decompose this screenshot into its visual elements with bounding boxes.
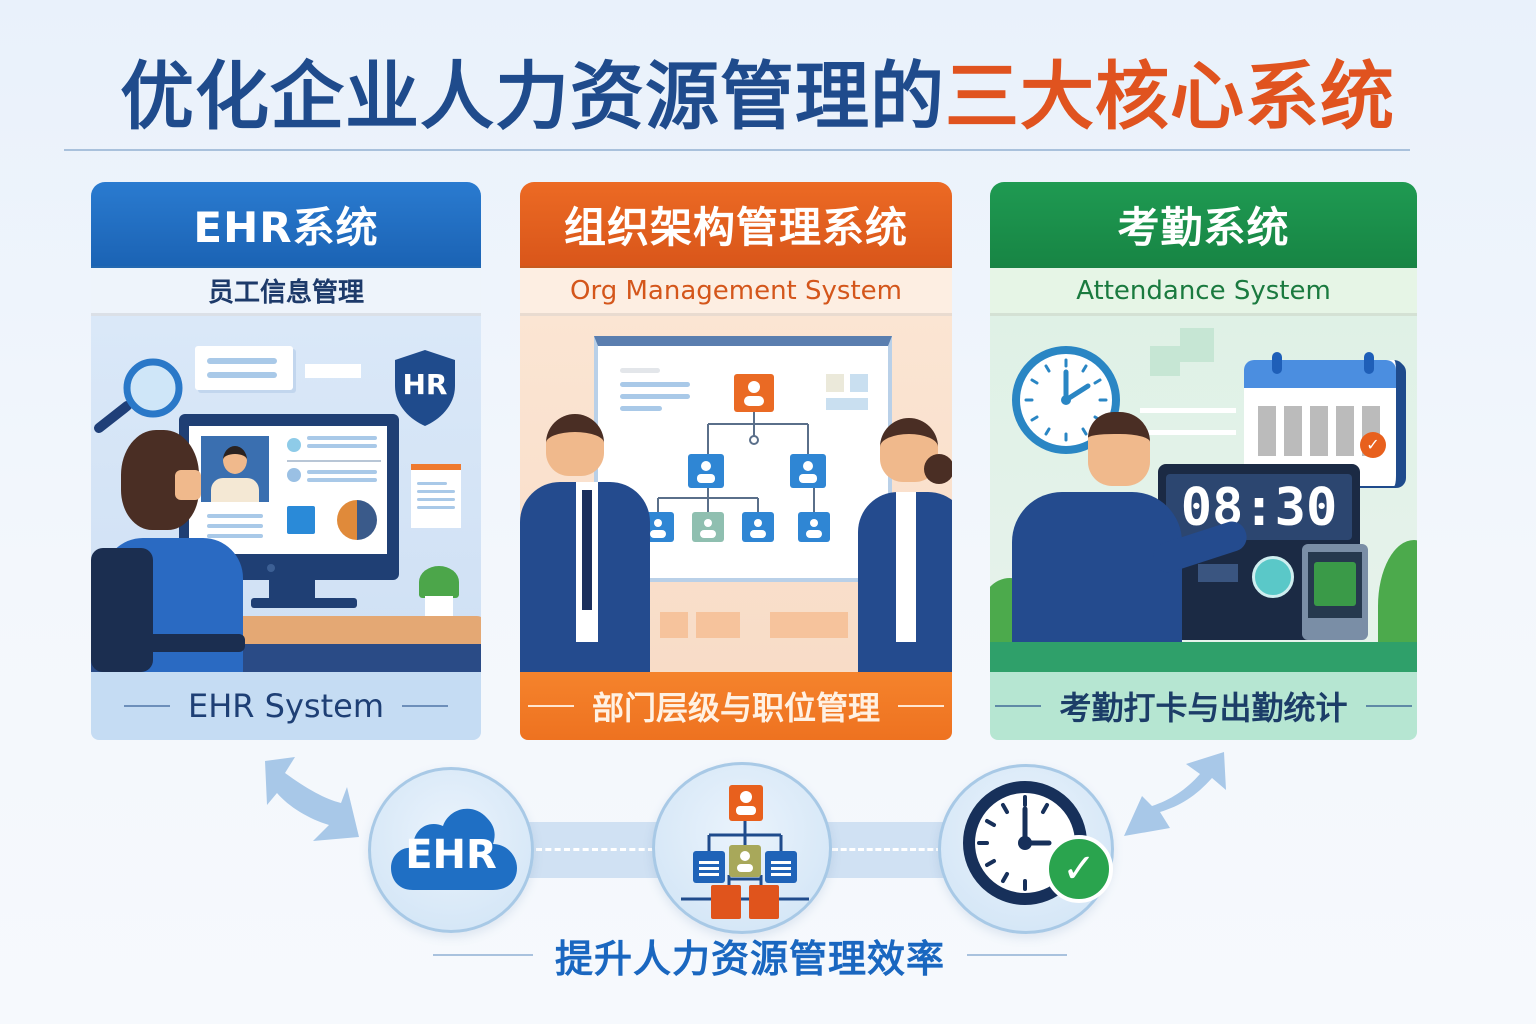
woman-at-desk: [105, 430, 215, 550]
panel-org-illustration: [520, 316, 952, 672]
panel-attendance-header: 考勤系统: [990, 182, 1417, 268]
panel-org: 组织架构管理系统 Org Management System: [520, 182, 952, 740]
panel-ehr: EHR系统 员工信息管理 HR: [91, 182, 481, 740]
avatar: [337, 500, 377, 540]
page-title: 优化企业人力资源管理的三大核心系统: [120, 52, 1394, 142]
double-arrow-right-icon: [1124, 752, 1226, 836]
woman-presenter: [818, 412, 952, 672]
monitor-icon: [179, 414, 399, 580]
magnifier-icon: [94, 358, 183, 433]
title-divider: [64, 149, 1410, 151]
info-card: [195, 346, 293, 390]
panel-org-subtitle: Org Management System: [520, 268, 952, 316]
panel-ehr-footer-label: EHR System: [187, 687, 384, 725]
footer-dash-left: [995, 705, 1042, 707]
panel-ehr-header: EHR系统: [91, 182, 481, 268]
shield-icon: HR: [391, 348, 459, 428]
check-badge-icon: ✓: [1045, 835, 1113, 903]
panel-org-footer: 部门层级与职位管理: [520, 672, 952, 740]
footer-dash-right: [898, 705, 944, 707]
panel-attendance-subtitle: Attendance System: [990, 268, 1417, 316]
node-org: [652, 762, 832, 934]
shield-label: HR: [402, 368, 448, 401]
panel-org-header: 组织架构管理系统: [520, 182, 952, 268]
panel-attendance-illustration: ✓ 08:30: [990, 316, 1417, 672]
panel-attendance-footer: 考勤打卡与出勤统计: [990, 672, 1417, 740]
double-arrow-left-icon: [265, 757, 359, 841]
footer-dash-left: [123, 705, 170, 707]
connector-dash-1: [536, 848, 654, 851]
connector-dash-2: [832, 848, 942, 851]
tagline: 提升人力资源管理效率: [400, 925, 1100, 985]
panel-org-footer-label: 部门层级与职位管理: [591, 689, 880, 727]
panel-ehr-footer: EHR System: [91, 672, 481, 740]
keyboard: [251, 598, 357, 608]
tagline-dash-left: [432, 954, 533, 956]
check-icon: ✓: [1360, 432, 1386, 458]
office-chair: [91, 548, 153, 672]
monitor-stand: [269, 578, 315, 600]
org-chart-icon: [681, 785, 809, 919]
footer-dash-left: [527, 705, 574, 707]
plant-right: [1378, 540, 1417, 650]
tagline-text: 提升人力资源管理效率: [554, 936, 945, 981]
title-highlight: 三大核心系统: [945, 54, 1395, 140]
man-clocking-in: [1012, 412, 1251, 672]
node-ehr-label: EHR: [405, 832, 497, 878]
title-main: 优化企业人力资源管理的: [120, 54, 945, 140]
user-badge-icon: [287, 506, 315, 534]
card-reader: [1252, 556, 1294, 598]
document-icon: [411, 464, 461, 528]
info-strip: [305, 364, 361, 378]
footer-dash-right: [402, 705, 448, 707]
panel-attendance: 考勤系统 Attendance System: [990, 182, 1417, 740]
panel-ehr-subtitle: 员工信息管理: [91, 268, 481, 316]
panel-attendance-footer-label: 考勤打卡与出勤统计: [1059, 689, 1348, 727]
footer-dash-right: [1365, 705, 1412, 707]
profile-photo: [201, 436, 269, 502]
man-presenter: [520, 406, 670, 672]
tagline-dash-right: [967, 954, 1067, 956]
node-attendance: ✓: [938, 764, 1114, 934]
org-chart-icon: [642, 374, 830, 542]
panel-ehr-illustration: HR: [91, 316, 481, 672]
tablet-icon: [1302, 544, 1368, 640]
node-ehr: EHR: [368, 767, 534, 933]
cloud-icon: [391, 808, 517, 890]
